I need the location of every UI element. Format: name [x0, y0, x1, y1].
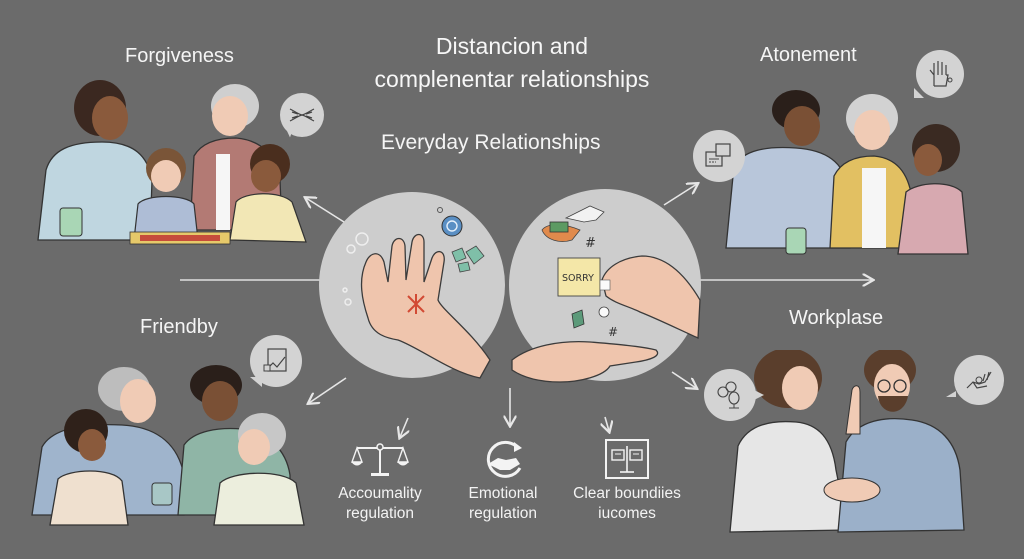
title-line-1: Distancion and [435, 33, 589, 59]
bubble-atonement-side [693, 130, 745, 182]
concept-emotional: Emotional regulation [428, 438, 578, 524]
money-hand-icon [541, 205, 605, 242]
giving-hand [601, 255, 701, 339]
scene-friendby [31, 365, 305, 526]
concept-boundaries: Clear boundiies iucomes [552, 438, 702, 524]
people-group-icon [717, 381, 740, 409]
chat-window-icon [705, 143, 731, 167]
scene-forgiveness [37, 80, 307, 245]
bubble-forgiveness [280, 93, 324, 138]
arrow-to-friendby [309, 377, 347, 403]
arrow-to-workplase [671, 371, 696, 388]
bubble-workplase [946, 355, 1004, 405]
bubble-workplase-side [704, 369, 764, 421]
raised-hand-icon [929, 61, 953, 87]
receiving-palm [511, 340, 659, 383]
open-palm-left [360, 233, 491, 379]
scales-icon [351, 443, 409, 476]
concept-emotional-line2: regulation [468, 505, 538, 522]
concept-accountability-line1: Accoumality [338, 485, 422, 502]
arrow-to-boundaries [605, 416, 609, 431]
arrow-to-forgiveness [306, 198, 345, 223]
bubble-atonement [914, 50, 964, 98]
label-workplase: Workplase [789, 307, 884, 329]
svg-text:SORRY: SORRY [562, 273, 594, 284]
scene-atonement [725, 90, 969, 255]
label-atonement: Atonement [760, 44, 857, 66]
svg-text:#: # [585, 236, 596, 251]
bubbles-icon [342, 232, 369, 306]
label-friendby: Friendby [140, 316, 218, 338]
red-mark-icon [407, 294, 425, 314]
title-line-2: complenentar relationships [374, 66, 650, 92]
concept-accountability-line2: regulation [345, 505, 415, 522]
open-palm-icon [966, 371, 992, 389]
clock-icon [437, 207, 463, 237]
hands-clasped-icon [289, 108, 315, 122]
arrow-to-atonement [663, 184, 697, 206]
svg-text:#: # [608, 325, 618, 339]
broken-pieces-icon [451, 245, 485, 273]
concept-accountability: Accoumality regulation [305, 440, 455, 524]
subtitle-everyday-relationships: Everyday Relationships [381, 131, 601, 154]
scene-workplase [729, 350, 965, 533]
handshake-cycle-icon [486, 440, 522, 478]
bubble-friendby [250, 335, 302, 387]
concept-boundaries-line2: iucomes [598, 505, 656, 522]
small-items-icon [571, 306, 610, 329]
sorry-note: SORRY [557, 257, 601, 297]
concept-emotional-line1: Emotional [468, 485, 538, 502]
main-title: Distancion and complenentar relationship… [0, 30, 1024, 96]
boundary-board-icon [605, 439, 649, 479]
arrow-to-accountability [400, 417, 408, 437]
label-forgiveness: Forgiveness [125, 45, 234, 67]
handshake-note-icon [263, 348, 287, 372]
concept-boundaries-line1: Clear boundiies [573, 485, 681, 502]
